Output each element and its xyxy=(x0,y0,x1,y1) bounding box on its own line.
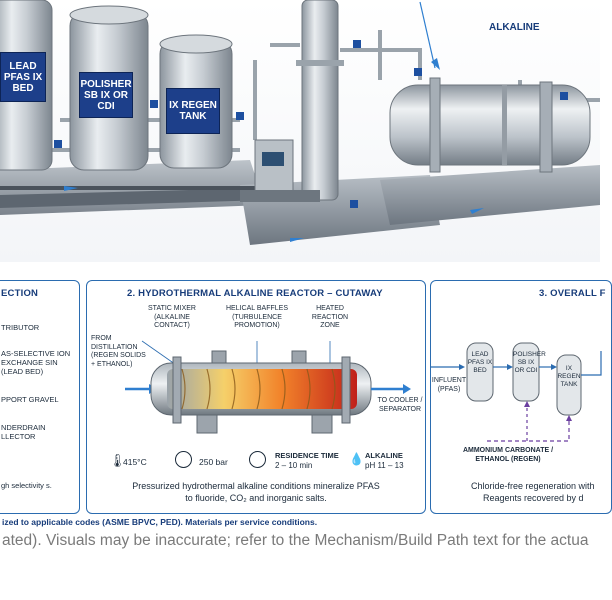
spec-residence-value: 2 – 10 min xyxy=(275,461,313,470)
flow-vessel-lead: LEAD PFAS IX BED xyxy=(467,351,493,374)
flow-diagram xyxy=(431,342,602,442)
callout-heated-zone: HEATED REACTION ZONE xyxy=(311,305,349,329)
droplet-icon: 💧 xyxy=(349,452,364,466)
spec-pressure: 250 bar xyxy=(199,457,228,467)
thermometer-icon: 🌡 xyxy=(109,453,126,468)
callout-alkaline: ALKALINE xyxy=(489,22,540,33)
spec-alkaline-label: ALKALINE xyxy=(365,451,403,460)
clock-icon xyxy=(249,451,266,468)
callout-from-distillation: FROM DISTILLATION (REGEN SOLIDS + ETHANO… xyxy=(91,335,146,368)
panel-right-title: 3. OVERALL F xyxy=(539,288,606,299)
center-note-line1: Pressurized hydrothermal alkaline condit… xyxy=(132,481,380,491)
equipment-illustration: LEAD PFAS IX BED POLISHER SB IX OR CDI I… xyxy=(0,0,600,262)
center-note-line2: to fluoride, CO₂ and inorganic salts. xyxy=(185,493,327,503)
reactor-cutaway xyxy=(125,340,411,434)
panel-center: 2. HYDROTHERMAL ALKALINE REACTOR – CUTAW… xyxy=(86,280,426,514)
regen-label: AMMONIUM CARBONATE / ETHANOL (REGEN) xyxy=(462,447,554,463)
callout-static-mixer: STATIC MIXER (ALKALINE CONTACT) xyxy=(148,305,196,329)
right-note-line1: Chloride-free regeneration with xyxy=(471,481,595,491)
skid-illustration xyxy=(0,0,600,245)
spec-temperature: 415°C xyxy=(123,457,147,467)
panel-right: 3. OVERALL F INFLUENT (PFAS) LEAD PFAS I… xyxy=(430,280,612,514)
tank-label-regen: IX REGEN TANK xyxy=(166,88,220,134)
footnote: ized to applicable codes (ASME BPVC, PED… xyxy=(2,517,318,527)
flow-vessel-polisher: POLISHER SB IX OR CDI xyxy=(513,351,546,374)
tank-label-lead: LEAD PFAS IX BED xyxy=(0,52,46,102)
gauge-icon xyxy=(175,451,192,468)
panel-left-title: ECTION xyxy=(1,288,39,299)
right-note-line2: Reagents recovered by d xyxy=(483,493,584,503)
left-note: gh selectivity s. xyxy=(1,481,52,490)
panel-center-title: 2. HYDROTHERMAL ALKALINE REACTOR – CUTAW… xyxy=(127,288,383,299)
left-item-underdrain: NDERDRAIN LLECTOR xyxy=(1,423,46,441)
callout-helical-baffles: HELICAL BAFFLES (TURBULENCE PROMOTION) xyxy=(226,305,288,329)
left-item-resin: AS-SELECTIVE ION EXCHANGE SIN (LEAD BED) xyxy=(1,349,71,376)
disclaimer: ated). Visuals may be inaccurate; refer … xyxy=(2,532,589,549)
influent-label: INFLUENT (PFAS) xyxy=(431,377,467,393)
left-item-gravel: PPORT GRAVEL xyxy=(1,395,59,404)
panel-left: ECTION TRIBUTOR AS-SELECTIVE ION EXCHANG… xyxy=(0,280,80,514)
flow-vessel-regen: IX REGEN TANK xyxy=(557,365,581,388)
tank-label-polisher: POLISHER SB IX OR CDI xyxy=(79,72,133,118)
spec-residence-label: RESIDENCE TIME xyxy=(275,451,339,460)
spec-alkaline-value: pH 11 – 13 xyxy=(365,461,404,470)
callout-to-cooler: TO COOLER / SEPARATOR xyxy=(377,397,423,413)
left-item-distributor: TRIBUTOR xyxy=(1,323,40,332)
